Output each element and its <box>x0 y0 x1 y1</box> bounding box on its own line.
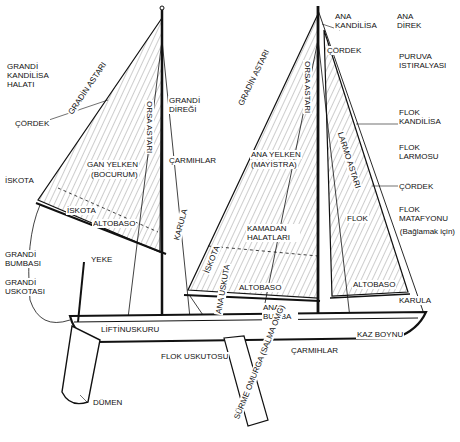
part-label: KARULA <box>398 296 432 305</box>
part-label: ANA KANDİLİSA <box>334 12 380 30</box>
part-label: GRANDİ BUMBASI <box>4 250 52 268</box>
part-label: ÇÖRDEK <box>398 182 434 191</box>
part-label: KARULA <box>172 207 189 242</box>
part-label: GRANDİ KANDİLİSA HALATI <box>6 62 66 89</box>
part-label: FLOK <box>346 214 369 223</box>
part-label: (BOCURUM) <box>90 170 139 179</box>
part-label: LİFTİNUSKURU <box>100 325 160 334</box>
part-label: ÇARMIHLAR <box>168 156 217 165</box>
part-label: GRADİN ASTARI <box>236 47 272 108</box>
part-label: FLOK LARMOSU <box>398 143 450 161</box>
part-label: GRANDİ DİREĞİ <box>168 96 214 114</box>
part-label: (MAYİSTRA) <box>250 160 298 169</box>
part-label: ÇÖRDEK <box>14 119 50 128</box>
part-label: ALTOBASO <box>238 283 282 292</box>
part-label: ANA DİREK <box>396 12 434 30</box>
part-label: ORSA ASTARI <box>303 60 312 114</box>
part-label: FLOK MATAFYONU <box>398 205 456 223</box>
part-label: İSKOTA <box>4 176 35 185</box>
part-label: İSKOTA <box>66 206 97 215</box>
part-label: (Bağlamak için) <box>399 227 456 236</box>
part-label: ANA YELKEN <box>250 150 302 159</box>
part-label: ALTOBASO <box>352 280 396 289</box>
part-label: ÇÖRDEK <box>326 46 362 55</box>
part-label: PURUVA ISTIRALYASI <box>398 52 456 70</box>
part-label: GRANDİ USKOTASI <box>4 278 52 296</box>
part-label: GAN YELKEN <box>86 160 139 169</box>
part-label: DÜMEN <box>92 398 123 407</box>
part-label: ORSA ASTARI <box>145 100 154 154</box>
part-label: FLOK KANDİLİSA <box>398 108 450 126</box>
part-label: KAMADAN HALATLARI <box>246 224 300 242</box>
part-label: ÇARMIHLAR <box>290 346 339 355</box>
part-label: ALTOBASO <box>92 219 136 228</box>
part-label: KAZ BOYNU <box>356 330 404 339</box>
part-label: FLOK USKUTOSU <box>160 352 229 361</box>
part-label: YEKE <box>90 255 113 264</box>
